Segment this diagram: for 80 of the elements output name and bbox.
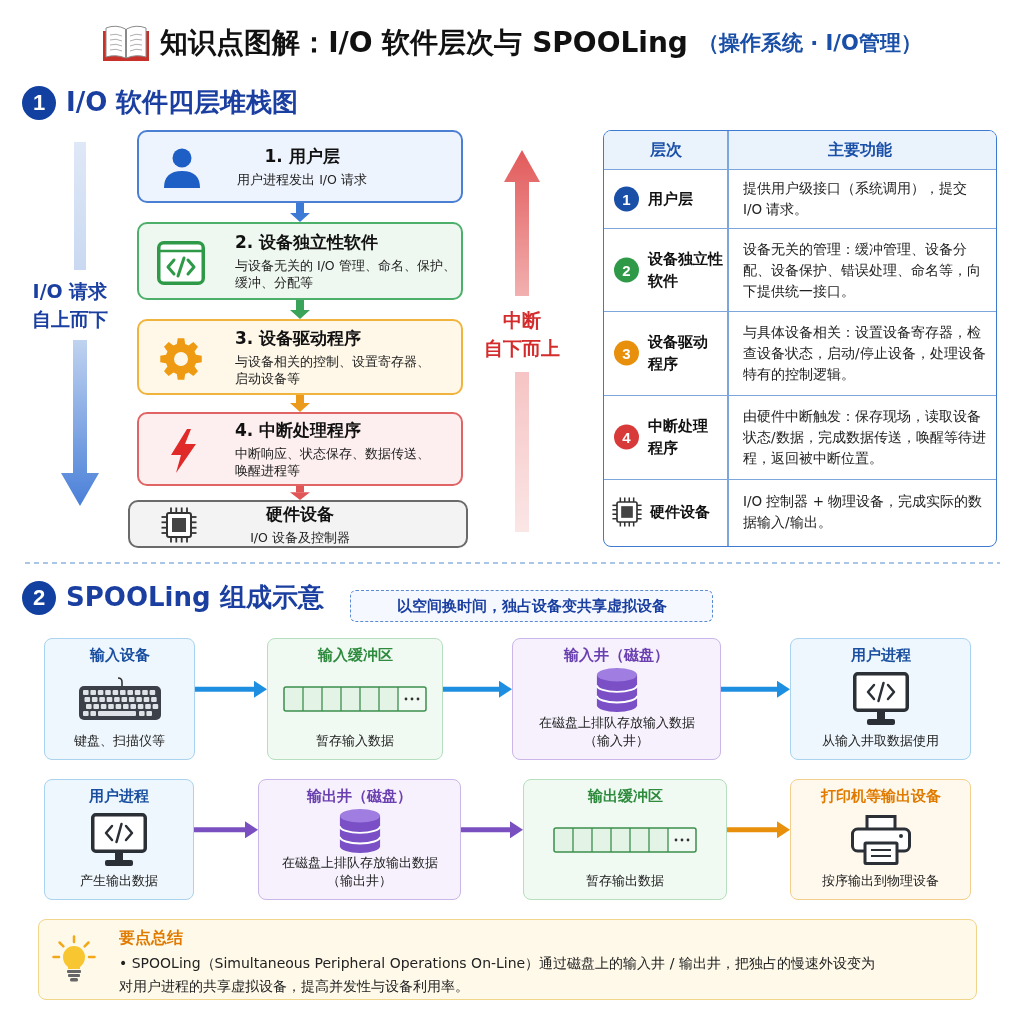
stage-box [267,638,443,760]
stage-box [44,638,195,760]
stage-title: 输入井（磁盘） [564,645,669,666]
layer-function: 提供用户级接口（系统调用），提交 I/O 请求。 [743,178,968,219]
layer-title: 4. 中断处理程序 [235,419,362,441]
stage-description: 在磁盘上排队存放输出数据（输出井） [280,854,439,890]
direction-label: 中断 [503,308,541,333]
layer-box [128,500,468,548]
number-badge: 2 [22,581,56,615]
layer-function: I/O 控制器 + 物理设备，完成实际的数据输入/输出。 [743,492,984,532]
layer-title: 3. 设备驱动程序 [235,327,362,349]
number-badge: 4 [614,424,639,450]
stage-title: 打印机等输出设备 [820,786,941,807]
flow-arrow [461,821,523,839]
column-header: 主要功能 [828,139,892,161]
direction-label: 自下而上 [484,336,560,361]
layer-title: 硬件设备 [266,502,334,525]
stage-description: 暂存输出数据 [586,872,664,890]
layer-name: 硬件设备 [650,502,710,523]
stage-box [258,779,461,900]
stage-title: 用户进程 [89,786,149,807]
tagline-box [350,590,713,622]
stage-description: 按序输出到物理设备 [822,872,939,890]
flow-arrow [443,680,512,698]
layer-name: 中断处理程序 [648,416,709,459]
stage-description: 从输入井取数据使用 [822,732,939,750]
layer-box [137,222,463,300]
direction-label: 自上而下 [32,307,108,332]
layer-title: 1. 用户层 [264,145,340,167]
layer-description: 与设备相关的控制、设置寄存器、启动设备等 [235,353,431,387]
number-badge: 2 [614,257,639,282]
stage-description: 在磁盘上排队存放输入数据（输入井） [537,714,696,750]
layer-function: 设备无关的管理：缓冲管理、设备分配、设备保护、错误处理、命名等，向下提供统一接口。 [743,239,982,300]
layer-name: 设备驱动程序 [648,332,709,375]
stage-description: 键盘、扫描仪等 [74,732,165,750]
stage-box [512,638,721,760]
layer-box [137,412,463,486]
layer-box [137,319,463,395]
layer-function: 由硬件中断触发：保存现场，读取设备状态/数据，完成数据传送，唤醒等待进程，返回被中断位置。 [743,406,987,468]
layer-box [137,130,463,203]
stage-title: 输入设备 [89,645,150,666]
number-badge: 1 [22,86,56,120]
subtitle: （操作系统 · I/O管理） [697,30,922,57]
tagline-text: 以空间换时间，独占设备变共享虚拟设备 [396,596,667,616]
column-header: 层次 [650,139,682,161]
direction-label: I/O 请求 [32,279,108,304]
stage-box [44,779,194,900]
section-heading: SPOOLing 组成示意 [66,581,324,614]
flow-arrow [290,203,310,222]
stage-box [790,779,971,900]
section-heading: I/O 软件四层堆栈图 [66,86,299,119]
stage-title: 输入缓冲区 [317,645,393,666]
flow-arrow [194,821,258,839]
stage-box [790,638,971,760]
summary-text: • SPOOLing（Simultaneous Peripheral Operations On-Line）通过磁盘上的输入井 / 输出井，把独占的慢速外设变为对用户进程的共享虚拟设备，提高并发性与设备利用率。 [119,954,876,996]
layer-name: 设备独立性软件 [648,248,724,292]
stage-box [523,779,727,900]
flow-arrow [290,300,310,319]
flow-arrow [290,486,310,500]
summary-title: 要点总结 [119,927,183,949]
flow-arrow [290,395,310,412]
stage-title: 用户进程 [850,645,911,666]
number-badge: 1 [614,186,639,211]
layer-description: 中断响应、状态保存、数据传送、唤醒进程等 [235,445,431,479]
stage-description: 暂存输入数据 [316,732,394,750]
flow-arrow [195,680,267,698]
stage-title: 输出缓冲区 [587,786,663,807]
layer-title: 2. 设备独立性软件 [235,231,379,253]
flow-arrow [721,680,790,698]
layer-description: 用户进程发出 I/O 请求 [237,171,367,188]
layer-name: 用户层 [648,188,693,210]
flow-arrow [727,821,790,839]
diagram-title: 知识点图解：I/O 软件层次与 SPOOLing [160,25,688,61]
stage-title: 输出井（磁盘） [307,786,412,807]
layer-description: 与设备无关的 I/O 管理、命名、保护、缓冲、分配等 [235,257,457,291]
layer-function: 与具体设备相关：设置设备寄存器，检查设备状态，启动/停止设备，处理设备特有的控制逻辑。 [743,322,987,384]
stage-description: 产生输出数据 [80,872,158,890]
layer-description: I/O 设备及控制器 [250,528,350,546]
number-badge: 3 [614,340,639,366]
summary-panel [38,919,977,1000]
